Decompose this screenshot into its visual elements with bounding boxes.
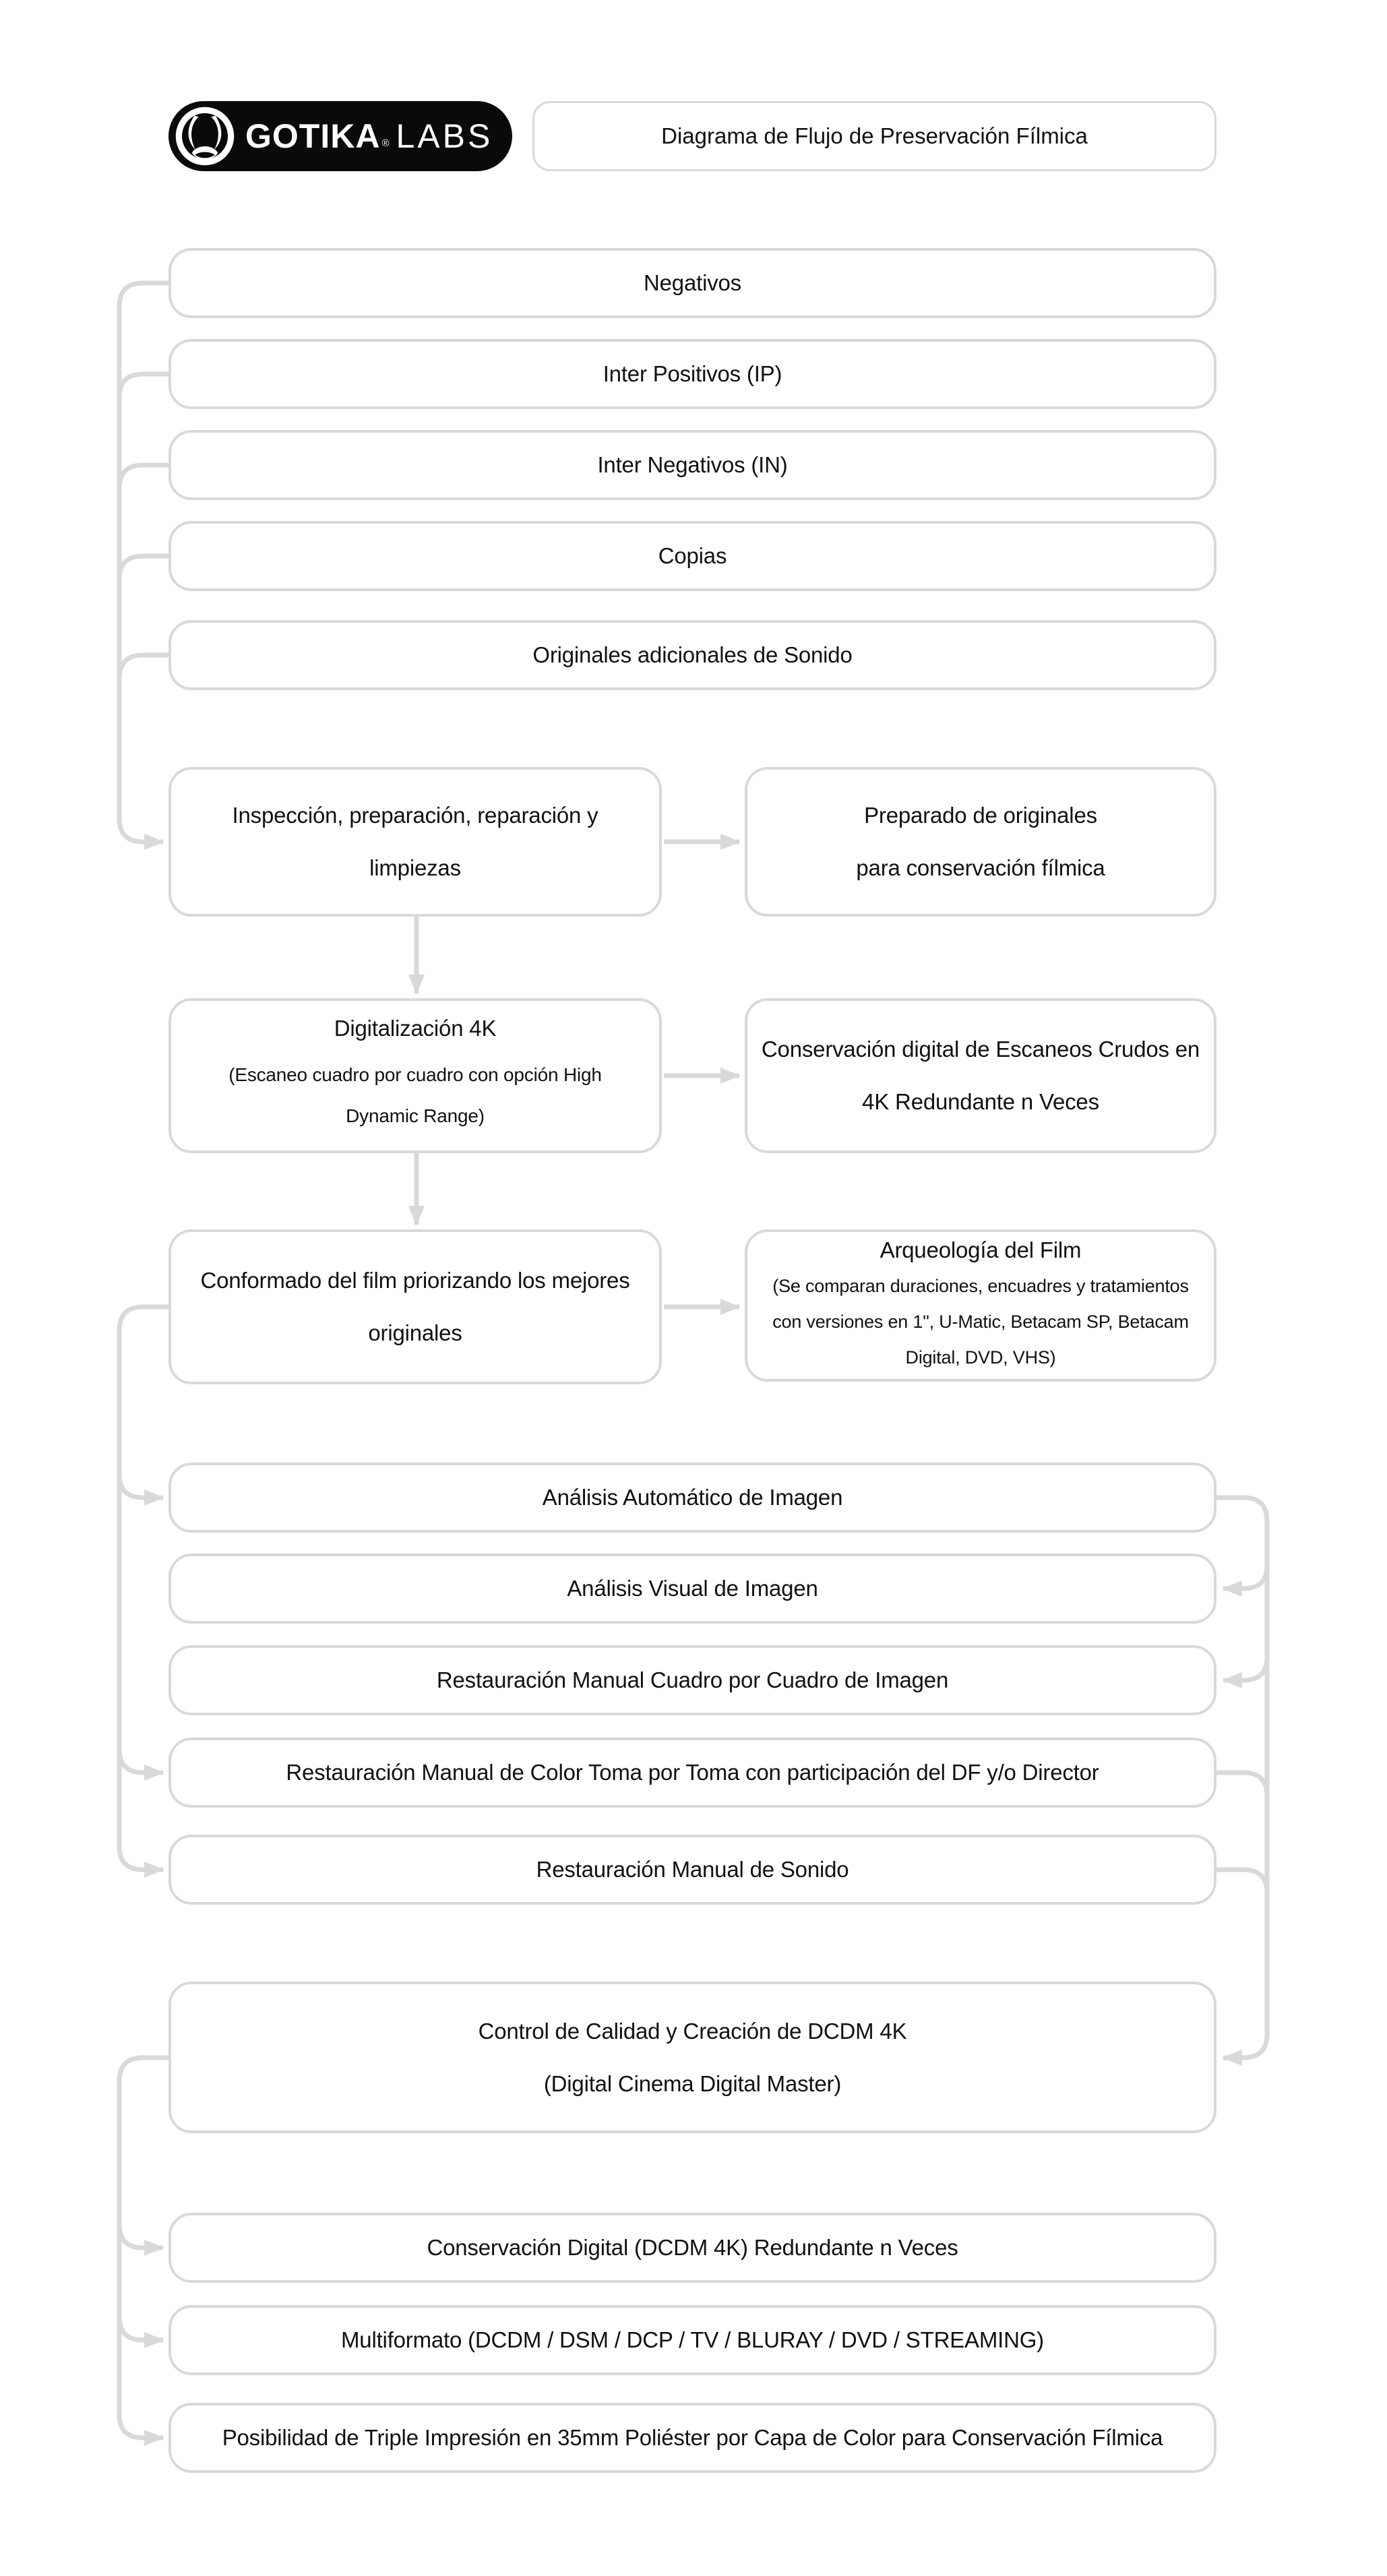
box-digitalizacion-4k: Digitalización 4K (Escaneo cuadro por cu…	[168, 998, 662, 1153]
box-subtext: (Se comparan duraciones, encuadres y tra…	[772, 1276, 1189, 1368]
box-inter-positivos: Inter Positivos (IP)	[168, 339, 1216, 409]
box-inter-negativos: Inter Negativos (IN)	[168, 430, 1216, 500]
box-label-line: Conformado del film priorizando los mejo…	[200, 1268, 630, 1293]
registered-mark: ®	[381, 137, 390, 149]
logo-brand: GOTIKA	[245, 117, 381, 155]
box-title: Digitalización 4K	[334, 1015, 497, 1041]
box-preparado-originales: Preparado de originales para conservació…	[745, 767, 1216, 917]
box-analisis-visual: Análisis Visual de Imagen	[168, 1554, 1216, 1624]
box-negativos: Negativos	[168, 248, 1216, 318]
box-restauracion-sonido: Restauración Manual de Sonido	[168, 1835, 1216, 1905]
logo-brand-suffix: LABS	[396, 117, 493, 155]
box-originales-sonido: Originales adicionales de Sonido	[168, 620, 1216, 690]
box-label: Posibilidad de Triple Impresión en 35mm …	[222, 2425, 1163, 2451]
box-label-line: para conservación fílmica	[856, 855, 1105, 880]
box-conformado-film: Conformado del film priorizando los mejo…	[168, 1229, 662, 1384]
box-label: Restauración Manual de Color Toma por To…	[286, 1760, 1099, 1785]
box-subtext: (Escaneo cuadro por cuadro con opción Hi…	[228, 1064, 602, 1127]
box-label: Negativos	[644, 270, 741, 296]
box-analisis-automatico: Análisis Automático de Imagen	[168, 1463, 1216, 1533]
box-label: Conservación Digital (DCDM 4K) Redundant…	[427, 2235, 958, 2261]
box-control-calidad-dcdm: Control de Calidad y Creación de DCDM 4K…	[168, 1982, 1216, 2133]
gotika-logo-icon	[175, 106, 235, 166]
box-label: Multiformato (DCDM / DSM / DCP / TV / BL…	[341, 2327, 1044, 2353]
box-restauracion-cuadro: Restauración Manual Cuadro por Cuadro de…	[168, 1645, 1216, 1715]
box-conservacion-escaneos: Conservación digital de Escaneos Crudos …	[745, 998, 1216, 1153]
box-label: Originales adicionales de Sonido	[532, 642, 853, 668]
box-restauracion-color: Restauración Manual de Color Toma por To…	[168, 1738, 1216, 1808]
logo-wordmark: GOTIKA ® LABS	[245, 117, 493, 156]
box-inspeccion: Inspección, preparación, reparación y li…	[168, 767, 662, 917]
box-label-line: Conservación digital de Escaneos Crudos …	[761, 1037, 1200, 1062]
box-triple-impresion: Posibilidad de Triple Impresión en 35mm …	[168, 2403, 1216, 2473]
box-label: Inter Negativos (IN)	[597, 452, 788, 478]
gotika-labs-logo: GOTIKA ® LABS	[168, 101, 512, 171]
page-title: Diagrama de Flujo de Preservación Fílmic…	[661, 123, 1088, 148]
box-label-line: limpiezas	[369, 855, 461, 880]
box-title: Arqueología del Film	[880, 1237, 1082, 1262]
box-label-line: 4K Redundante n Veces	[862, 1089, 1099, 1114]
box-label: Restauración Manual Cuadro por Cuadro de…	[436, 1667, 949, 1693]
box-arqueologia-film: Arqueología del Film (Se comparan duraci…	[745, 1229, 1216, 1382]
box-label: Análisis Automático de Imagen	[542, 1485, 843, 1510]
box-label-line: Inspección, preparación, reparación y	[232, 803, 598, 828]
box-conservacion-digital: Conservación Digital (DCDM 4K) Redundant…	[168, 2213, 1216, 2283]
box-label-line: originales	[368, 1320, 462, 1345]
box-label-line: Preparado de originales	[864, 803, 1097, 828]
box-label: Análisis Visual de Imagen	[567, 1576, 818, 1601]
box-label-line: Control de Calidad y Creación de DCDM 4K	[478, 2018, 907, 2044]
box-label-line: (Digital Cinema Digital Master)	[543, 2071, 842, 2096]
box-label: Inter Positivos (IP)	[603, 361, 782, 387]
box-label: Copias	[658, 543, 727, 569]
box-multiformato: Multiformato (DCDM / DSM / DCP / TV / BL…	[168, 2305, 1216, 2375]
box-label: Restauración Manual de Sonido	[536, 1857, 849, 1882]
box-copias: Copias	[168, 521, 1216, 591]
diagram-title-box: Diagrama de Flujo de Preservación Fílmic…	[532, 101, 1216, 171]
